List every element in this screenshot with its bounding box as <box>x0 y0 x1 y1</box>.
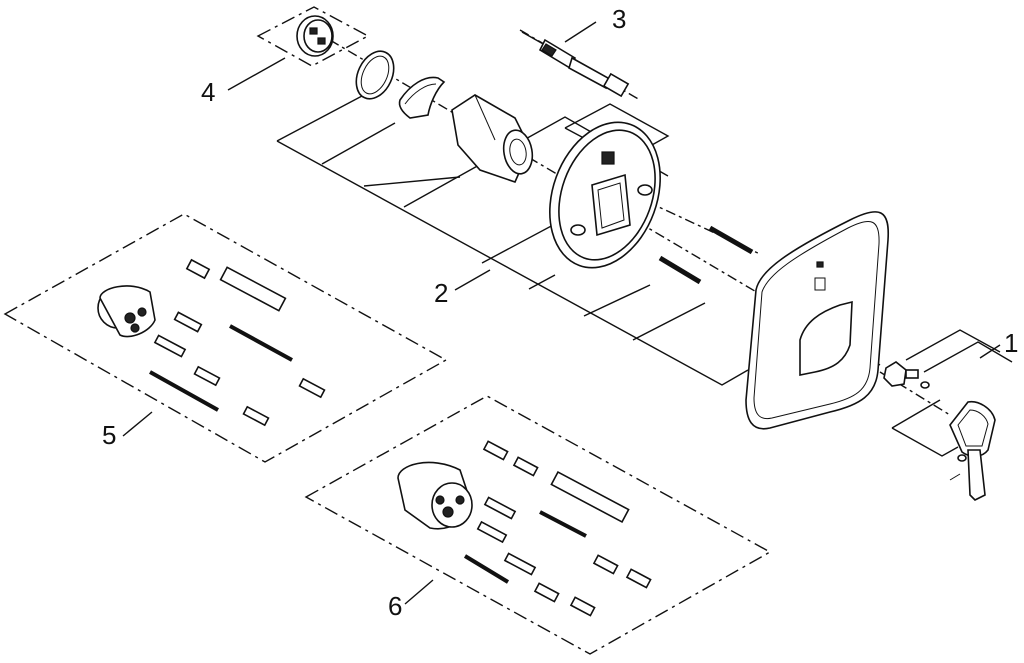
rods-and-bolts-5 <box>149 258 326 427</box>
callout-6: 6 <box>388 591 402 621</box>
leader-lines <box>122 21 1001 605</box>
spindle-stem-part <box>521 31 630 98</box>
hex-sleeve-part <box>451 94 534 183</box>
o-ring-part <box>355 50 395 100</box>
trim-plate-part <box>745 211 890 430</box>
cartridge-part-5 <box>97 285 156 338</box>
retaining-clip-part <box>398 76 446 119</box>
callout-4: 4 <box>201 77 215 107</box>
handle-assembly-part <box>883 361 996 501</box>
cartridge-part-6 <box>397 461 473 530</box>
escutcheon-plate-part <box>549 121 661 269</box>
callout-5: 5 <box>102 420 116 450</box>
rods-and-bolts-6 <box>463 440 652 617</box>
assembly-outline-lines <box>276 95 1013 457</box>
callout-2: 2 <box>434 278 448 308</box>
mounting-screws-part <box>658 225 754 285</box>
callout-1: 1 <box>1004 328 1018 358</box>
diverter-cap-part <box>296 15 334 57</box>
group-6-box <box>304 395 772 655</box>
group-5-box <box>3 213 448 463</box>
callout-3: 3 <box>612 4 626 34</box>
group-4-box <box>256 6 370 67</box>
